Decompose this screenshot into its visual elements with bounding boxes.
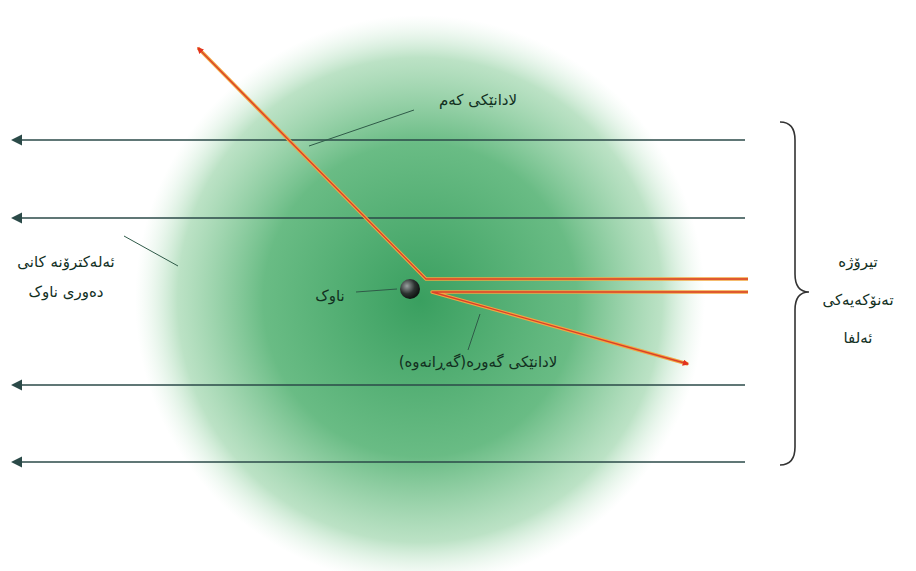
electron-cloud-label: ئەلەکترۆنە کانی دەوری ناوک: [16, 247, 116, 307]
undeflected-rays: [20, 140, 745, 462]
nucleus-label: ناوک: [315, 286, 344, 307]
small-deflection-label: لادانێکی کەم: [439, 90, 517, 111]
beam-bracket: [780, 122, 809, 465]
alpha-beam-label: تیرۆژە تەنۆکەیەکی ئەلفا: [809, 243, 907, 357]
nucleus: [400, 279, 420, 299]
leader-lines: [124, 110, 480, 350]
large-deflection-label: لادانێکی گەورە(گەڕانەوە): [399, 352, 558, 373]
deflected-rays: [198, 48, 748, 364]
